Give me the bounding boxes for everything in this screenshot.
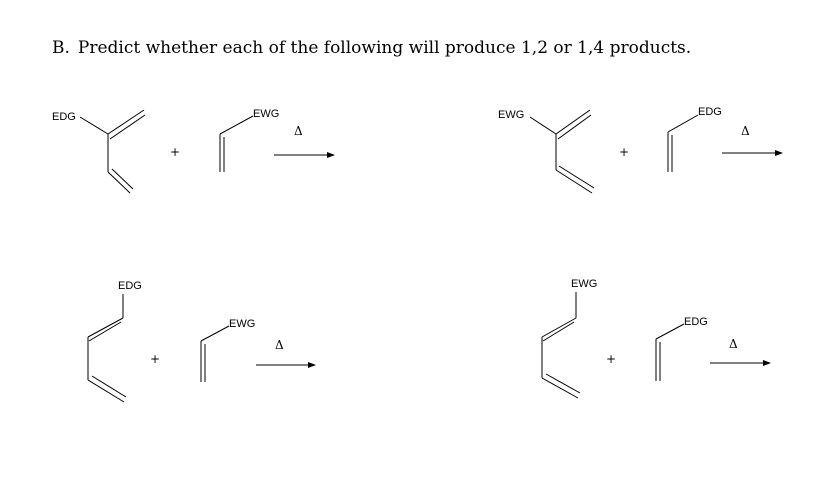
dienophile-substituent-label: EDG <box>698 106 722 118</box>
dienophile-vinyl: EWG <box>200 318 255 382</box>
question-label: B. <box>52 38 70 58</box>
diene-substituent-label: EWG <box>498 109 524 121</box>
diene-substituent-label: EDG <box>52 111 76 123</box>
heat-delta: Δ <box>741 124 750 138</box>
dienophile-vinyl: EWG <box>219 108 279 172</box>
reaction-3: EDG + EWG Δ <box>87 280 316 403</box>
dienophile-substituent-label: EWG <box>229 318 255 330</box>
reaction-1: EDG + EWG Δ <box>52 108 335 194</box>
diene-substituent-label: EWG <box>571 278 597 290</box>
heat-delta: Δ <box>294 124 303 138</box>
dienophile-vinyl: EDG <box>655 316 708 381</box>
dienophile-vinyl: EDG <box>667 106 722 172</box>
reaction-2: EWG + EDG Δ <box>498 106 783 194</box>
dienophile-substituent-label: EDG <box>684 316 708 328</box>
reaction-4: EWG + EDG Δ <box>541 278 771 399</box>
plus-sign: + <box>170 145 180 159</box>
heat-delta: Δ <box>275 338 284 352</box>
plus-sign: + <box>619 145 629 159</box>
diene-1-substituted: EDG <box>87 280 142 403</box>
diene-2-substituted: EDG <box>52 109 146 194</box>
question-prompt: B. Predict whether each of the following … <box>52 38 691 58</box>
plus-sign: + <box>150 352 160 366</box>
diene-1-substituted: EWG <box>541 278 597 399</box>
diene-substituent-label: EDG <box>118 280 142 292</box>
diene-2-substituted: EWG <box>498 109 595 194</box>
plus-sign: + <box>606 352 616 366</box>
question-text: Predict whether each of the following wi… <box>77 38 692 58</box>
heat-delta: Δ <box>729 337 738 351</box>
dienophile-substituent-label: EWG <box>253 108 279 120</box>
